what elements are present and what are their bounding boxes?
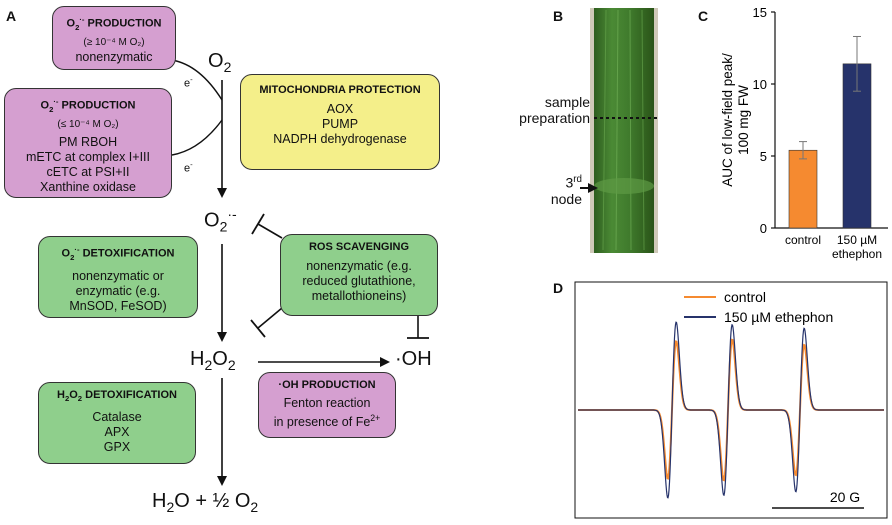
category-label-1: 150 µM [837, 233, 877, 247]
legend-label-0: control [724, 289, 766, 305]
electron-curve-2 [171, 119, 223, 156]
electron-curve-1 [171, 59, 223, 101]
panel-letter-b: B [553, 8, 564, 24]
box-hydroxyl-production: ·OH PRODUCTION Fenton reaction in presen… [258, 372, 396, 438]
y-tick-label: 15 [753, 5, 767, 20]
species-oxygen: O2 [208, 50, 232, 75]
panel-letter-d: D [553, 280, 564, 296]
scale-bar-label: 20 G [830, 489, 860, 505]
spectrum-line-ethephon [578, 321, 884, 499]
y-tick-label: 5 [760, 149, 767, 164]
panel-letter-c: C [698, 8, 709, 24]
y-axis-label: 100 mg FW [736, 85, 751, 155]
legend-label-1: 150 µM ethephon [724, 309, 833, 325]
species-hydrogen-peroxide: H2O2 [190, 348, 236, 373]
y-axis-label: AUC of low-field peak/ [720, 53, 735, 187]
inhibit-h2o2 [257, 307, 283, 329]
y-tick-label: 0 [760, 221, 767, 236]
stem-node [594, 178, 654, 194]
box-ros-scavenging: ROS SCAVENGING nonenzymatic (e.g. reduce… [280, 234, 438, 316]
y-tick-label: 10 [753, 77, 767, 92]
box-h2o2-detoxification: H2O2 DETOXIFICATION Catalase APX GPX [38, 382, 196, 464]
inhibit-h2o2-bar [250, 319, 266, 338]
third-node-label: 3rd node [550, 174, 582, 207]
electron-label-1: e- [184, 75, 193, 90]
panel-letter-a: A [6, 8, 17, 24]
sample-preparation-label: sample preparation [519, 94, 590, 126]
species-water: H2O + ½ O2 [152, 490, 259, 515]
category-label-1: ethephon [832, 247, 882, 261]
box-superoxide-production-enzymatic: O2·- PRODUCTION (≤ 10⁻⁴ M O₂) PM RBOH mE… [4, 88, 172, 198]
inhibit-superoxide [257, 223, 283, 239]
electron-label-2: e- [184, 160, 193, 175]
species-superoxide: O2·- [204, 206, 237, 235]
box-superoxide-detoxification: O2·- DETOXIFICATION nonenzymatic or enzy… [38, 236, 198, 318]
category-label-0: control [785, 233, 821, 247]
bar-0 [788, 149, 818, 229]
box-mitochondria-protection: MITOCHONDRIA PROTECTION AOX PUMP NADPH d… [240, 74, 440, 170]
spectrum-frame [574, 281, 888, 519]
inhibit-superoxide-bar [251, 213, 265, 235]
box-superoxide-production-nonenzymatic: O2·- PRODUCTION (≥ 10⁻⁴ M O₂) nonenzymat… [52, 6, 176, 70]
species-hydroxyl-radical: ·OH [395, 348, 432, 370]
